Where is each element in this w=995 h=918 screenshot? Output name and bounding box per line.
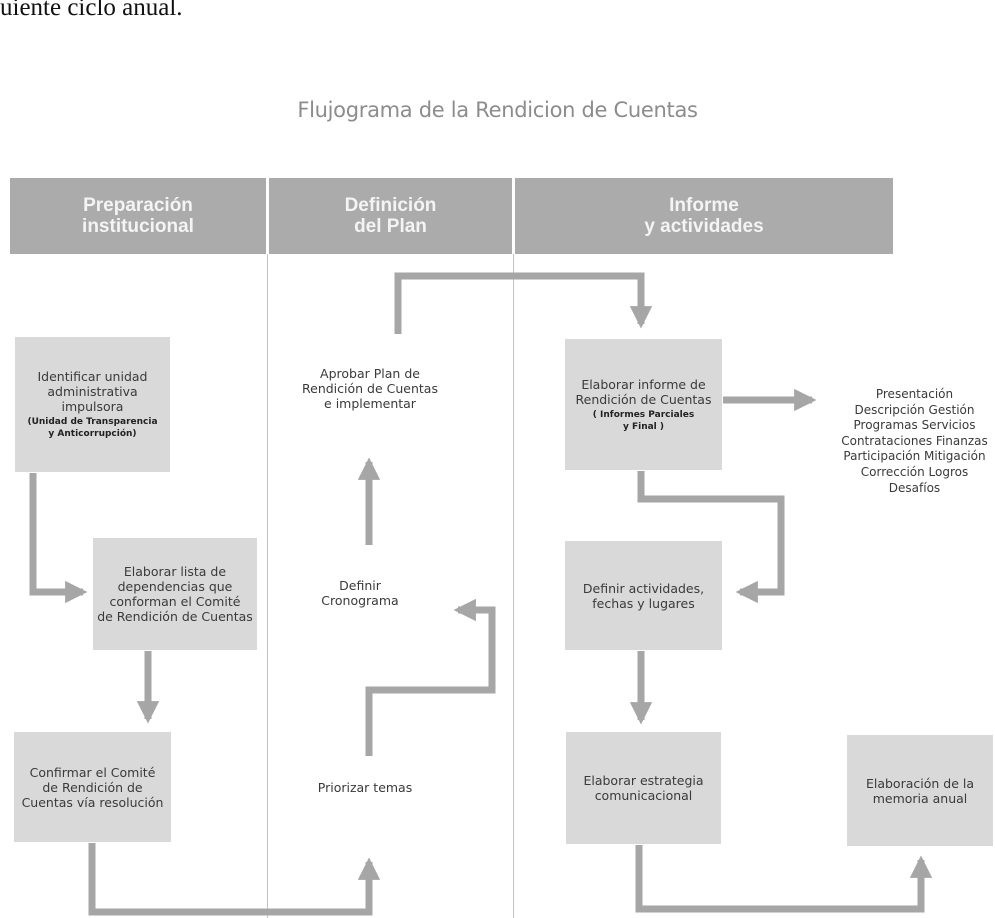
box-text: Confirmar el Comité de Rendición de Cuen… — [21, 764, 164, 810]
column-header-label: Informe y actividades — [644, 195, 764, 237]
column-divider — [513, 254, 514, 918]
arrow-aprobar-to-informe — [394, 272, 653, 334]
report-contents-list: Presentación Descripción Gestión Program… — [832, 387, 995, 496]
column-header-preparacion: Preparación institucional — [10, 178, 266, 254]
arrow-informe-to-actividades — [637, 471, 785, 604]
box-elaborar-lista: Elaborar lista de dependencias que confo… — [93, 538, 257, 650]
box-elaboracion-memoria: Elaboración de la memoria anual — [847, 735, 993, 846]
box-text: Elaborar estrategia comunicacional — [583, 773, 704, 803]
box-text: Identificar unidad administrativa impuls… — [37, 369, 148, 414]
box-identificar-unidad: Identificar unidad administrativa impuls… — [15, 337, 170, 472]
column-header-label: Definición del Plan — [344, 195, 437, 237]
box-note: ( Informes Parciales y Final ) — [592, 409, 695, 432]
column-header-informe: Informe y actividades — [515, 178, 893, 254]
box-text: Definir actividades, fechas y lugares — [582, 580, 705, 611]
arrow-confirmar-to-priorizar — [88, 843, 381, 916]
report-item: Desafíos — [888, 480, 941, 495]
box-text: Elaborar informe de Rendición de Cuentas — [575, 376, 712, 407]
step-priorizar-temas: Priorizar temas — [317, 780, 413, 795]
diagram-title: Flujograma de la Rendicion de Cuentas — [297, 98, 698, 122]
arrow-identificar-to-lista — [29, 473, 88, 604]
box-elaborar-estrategia: Elaborar estrategia comunicacional — [566, 732, 721, 844]
report-item: Participación Mitigación — [843, 449, 986, 464]
box-text: Elaborar lista de dependencias que confo… — [97, 564, 253, 624]
box-note: (Unidad de Transparencia y Anticorrupció… — [27, 417, 158, 439]
report-item: Corrección Logros — [860, 464, 969, 479]
column-divider — [267, 254, 268, 918]
box-elaborar-informe: Elaborar informe de Rendición de Cuentas… — [565, 339, 722, 470]
step-definir-cronograma: Definir Cronograma — [321, 578, 399, 608]
column-header-label: Preparación institucional — [82, 195, 194, 237]
step-aprobar-plan: Aprobar Plan de Rendición de Cuentas e i… — [302, 366, 438, 411]
arrow-estrategia-to-memoria — [635, 845, 933, 913]
arrow-priorizar-to-cronograma — [365, 598, 496, 756]
column-header-definicion: Definición del Plan — [269, 178, 512, 254]
report-item: Contrataciones Finanzas — [841, 433, 988, 448]
box-definir-actividades: Definir actividades, fechas y lugares — [565, 541, 722, 650]
top-text-fragment: uiente ciclo anual. — [0, 0, 183, 21]
report-item: Programas Servicios — [853, 418, 976, 433]
box-text: Elaboración de la memoria anual — [865, 775, 975, 806]
report-item: Presentación — [875, 387, 954, 401]
report-item: Descripción Gestión — [854, 402, 975, 417]
box-confirmar-comite: Confirmar el Comité de Rendición de Cuen… — [14, 732, 171, 842]
